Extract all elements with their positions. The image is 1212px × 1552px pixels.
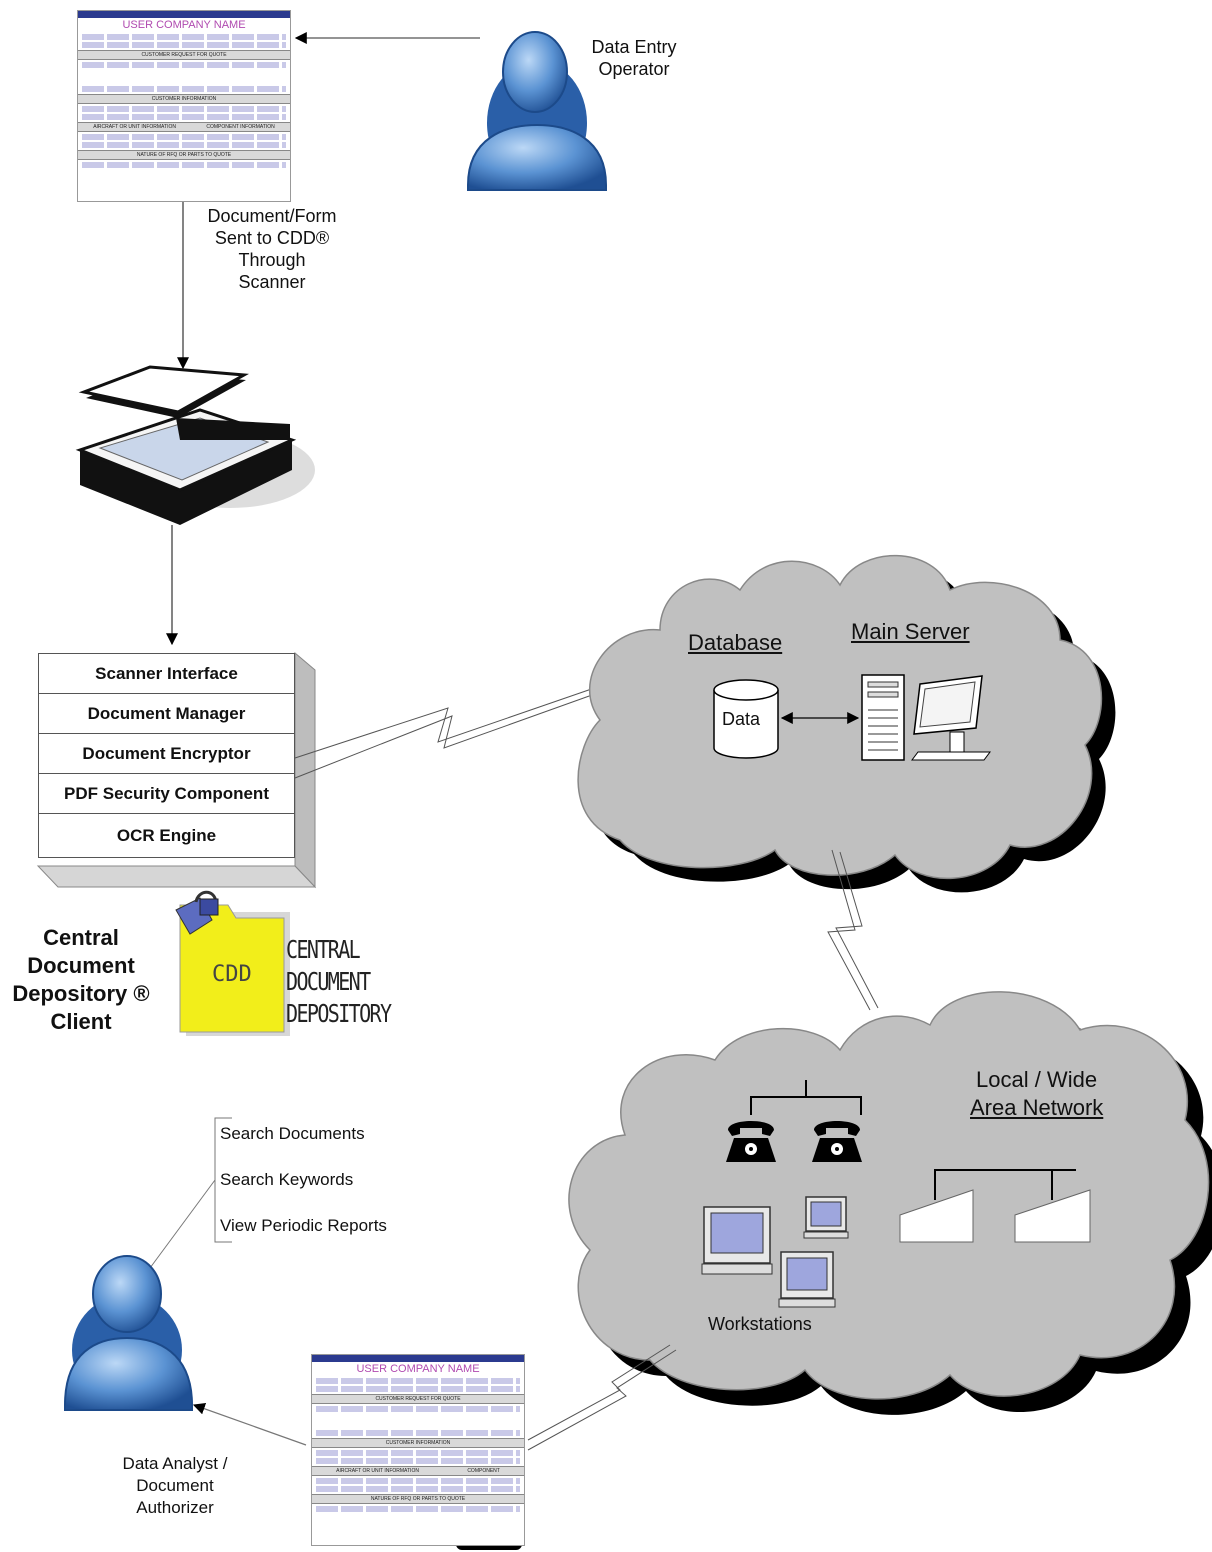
network-devices [899,1169,1091,1243]
form-section-label: COMPONENT INFORMATION [206,124,275,130]
client-server-link-2 [294,689,607,779]
form-header-bar [312,1355,524,1362]
logo-line-document: DOCUMENT [286,967,371,996]
database-icon [713,679,779,759]
network-form-link [527,1344,671,1441]
form-to-analyst-arrow [192,1402,307,1446]
data-analyst-icon [64,1255,193,1411]
telephone-icon [812,1121,862,1162]
network-title-line1: Local / Wide [976,1067,1098,1092]
menu-search-documents: Search Documents [220,1124,365,1143]
form-field-row [316,1458,520,1464]
form-section-label: AIRCRAFT OR UNIT INFORMATION [336,1468,419,1474]
form-company-name: USER COMPANY NAME [356,1363,480,1375]
server-network-link-2 [835,851,879,1009]
component-document-manager: Document Manager [38,693,295,733]
form-section-header: NATURE OF RFQ OR PARTS TO QUOTE [312,1494,524,1504]
data-entry-operator-icon [467,31,607,191]
form-field-row [316,1378,520,1384]
form-field-row [316,1506,520,1512]
form-field-row [316,1430,520,1436]
form-section-header: CUSTOMER REQUEST FOR QUOTE [312,1394,524,1404]
server-cloud [577,554,1116,893]
analyst-function-menu: Search Documents Search Keywords View Pe… [220,1123,440,1261]
form-section-label: COMPONENT [467,1468,500,1474]
network-cloud [568,991,1212,1415]
form-section-header: AIRCRAFT OR UNIT INFORMATION COMPONENT I… [78,122,290,132]
database-title: Database [688,630,783,655]
main-server-title: Main Server [851,619,970,644]
cdd-logo-graphic [175,890,290,1036]
data-analyst-label: Data Analyst / Document Authorizer [122,1454,228,1517]
form-field-row [82,86,286,92]
form-section-header: AIRCRAFT OR UNIT INFORMATION COMPONENT [312,1466,524,1476]
form-field-row [82,134,286,140]
logo-line-depository: DEPOSITORY [286,999,392,1028]
form-field-row [82,114,286,120]
form-header-bar [78,11,290,18]
form-field-row [316,1450,520,1456]
form-field-row [316,1478,520,1484]
form-field-row [82,106,286,112]
component-ocr-engine: OCR Engine [38,813,295,858]
menu-view-periodic-reports: View Periodic Reports [220,1216,387,1235]
rfq-form-thumbnail-bottom: USER COMPANY NAME CUSTOMER REQUEST FOR Q… [311,1354,525,1546]
workstation-icon [701,1206,773,1275]
scan-caption: Document/Form Sent to CDD® Through Scann… [207,206,337,292]
rfq-form-thumbnail-top: USER COMPANY NAME CUSTOMER REQUEST FOR Q… [77,10,291,202]
workstation-icon [778,1251,836,1308]
form-field-row [82,34,286,40]
component-document-encryptor: Document Encryptor [38,733,295,773]
workstations-label: Workstations [708,1314,812,1334]
monitor-icon [911,675,991,761]
form-field-row [316,1406,520,1412]
form-section-header: NATURE OF RFQ OR PARTS TO QUOTE [78,150,290,160]
cdd-client-caption: Central Document Depository ® Client [12,925,150,1034]
analyst-menu-connector [149,1179,216,1269]
form-section-header: CUSTOMER INFORMATION [78,94,290,104]
scanner-icon [75,365,315,525]
form-section-header: CUSTOMER REQUEST FOR QUOTE [78,50,290,60]
component-scanner-interface: Scanner Interface [38,653,295,693]
menu-search-keywords: Search Keywords [220,1170,354,1189]
database-data-label: Data [722,709,761,729]
data-entry-operator-label: Data Entry Operator [591,37,677,79]
form-field-row [316,1386,520,1392]
cdd-folder-text: CDD [212,962,252,987]
form-field-row [82,62,286,68]
workstation-icon [803,1196,849,1239]
component-pdf-security: PDF Security Component [38,773,295,813]
logo-line-central: CENTRAL [286,935,361,964]
network-form-link-2 [527,1349,677,1451]
form-field-row [82,142,286,148]
form-field-row [82,42,286,48]
client-server-link [294,683,607,759]
main-server-icon [861,674,905,761]
telephone-network [750,1080,862,1115]
form-field-row [316,1486,520,1492]
network-title-line2: Area Network [970,1095,1104,1120]
server-network-link [827,849,871,1011]
form-section-label: AIRCRAFT OR UNIT INFORMATION [93,124,176,130]
client-stack-3d [36,651,317,889]
form-section-header: CUSTOMER INFORMATION [312,1438,524,1448]
client-component-stack: Scanner Interface Document Manager Docum… [38,653,295,858]
form-company-name: USER COMPANY NAME [122,19,246,31]
form-field-row [82,162,286,168]
telephone-icon [726,1121,776,1162]
